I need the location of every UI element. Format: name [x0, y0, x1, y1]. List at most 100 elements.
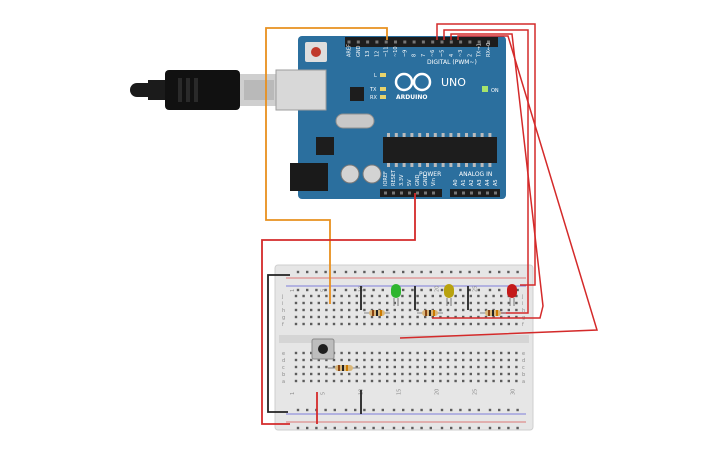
rail-hole[interactable] — [429, 426, 432, 430]
breadboard-hole[interactable] — [507, 379, 510, 383]
rail-hole[interactable] — [315, 270, 318, 274]
breadboard-hole[interactable] — [507, 301, 510, 305]
breadboard-hole[interactable] — [500, 308, 503, 312]
rail-hole[interactable] — [450, 426, 453, 430]
rail-hole[interactable] — [498, 426, 501, 430]
digital-pin-hole[interactable] — [459, 40, 463, 44]
analog-pin-hole[interactable] — [486, 191, 489, 195]
wire-red-pin5[interactable] — [432, 33, 544, 319]
breadboard-hole[interactable] — [310, 358, 313, 362]
digital-pin-hole[interactable] — [421, 40, 425, 44]
led-red[interactable] — [507, 284, 517, 306]
rail-hole[interactable] — [402, 270, 405, 274]
rail-hole[interactable] — [420, 426, 423, 430]
rail-hole[interactable] — [498, 288, 501, 292]
breadboard-hole[interactable] — [446, 379, 450, 383]
rail-hole[interactable] — [459, 408, 462, 412]
breadboard-hole[interactable] — [325, 308, 328, 312]
rail-hole[interactable] — [498, 408, 501, 412]
breadboard-hole[interactable] — [317, 322, 320, 326]
rail-hole[interactable] — [477, 426, 480, 430]
breadboard-hole[interactable] — [477, 301, 480, 305]
breadboard-hole[interactable] — [340, 379, 343, 383]
breadboard-hole[interactable] — [363, 358, 366, 362]
breadboard-hole[interactable] — [370, 379, 374, 383]
breadboard-hole[interactable] — [416, 294, 419, 298]
breadboard-hole[interactable] — [401, 365, 404, 369]
breadboard-hole[interactable] — [462, 315, 465, 319]
rail-hole[interactable] — [468, 288, 471, 292]
breadboard-hole[interactable] — [348, 322, 351, 326]
power-pin-hole[interactable] — [416, 191, 419, 195]
breadboard-hole[interactable] — [431, 372, 434, 376]
breadboard-hole[interactable] — [492, 372, 495, 376]
breadboard-hole[interactable] — [462, 379, 465, 383]
breadboard-hole[interactable] — [484, 365, 488, 369]
breadboard-hole[interactable] — [408, 301, 412, 305]
breadboard-hole[interactable] — [302, 365, 305, 369]
breadboard-hole[interactable] — [325, 372, 328, 376]
breadboard-hole[interactable] — [386, 358, 389, 362]
breadboard-hole[interactable] — [348, 294, 351, 298]
breadboard-hole[interactable] — [386, 294, 389, 298]
breadboard-hole[interactable] — [294, 315, 298, 319]
analog-pin-hole[interactable] — [494, 191, 497, 195]
digital-pin-hole[interactable] — [487, 40, 490, 44]
breadboard-hole[interactable] — [332, 379, 336, 383]
breadboard-hole[interactable] — [386, 372, 389, 376]
breadboard-hole[interactable] — [439, 351, 442, 355]
rail-hole[interactable] — [381, 408, 384, 412]
breadboard-hole[interactable] — [363, 372, 366, 376]
breadboard-hole[interactable] — [446, 322, 450, 326]
power-pin-hole[interactable] — [432, 191, 435, 195]
breadboard-hole[interactable] — [454, 315, 457, 319]
rail-hole[interactable] — [315, 288, 318, 292]
rail-hole[interactable] — [459, 288, 462, 292]
rail-hole[interactable] — [516, 270, 519, 274]
breadboard-hole[interactable] — [310, 372, 313, 376]
breadboard-hole[interactable] — [363, 294, 366, 298]
breadboard-hole[interactable] — [462, 372, 465, 376]
rail-hole[interactable] — [296, 426, 300, 430]
rail-hole[interactable] — [411, 408, 414, 412]
breadboard-hole[interactable] — [348, 315, 351, 319]
breadboard-hole[interactable] — [370, 322, 374, 326]
rail-hole[interactable] — [372, 270, 375, 274]
breadboard-hole[interactable] — [515, 358, 518, 362]
breadboard-hole[interactable] — [492, 301, 495, 305]
breadboard-hole[interactable] — [408, 322, 412, 326]
breadboard-hole[interactable] — [454, 322, 457, 326]
rail-hole[interactable] — [450, 408, 453, 412]
breadboard-hole[interactable] — [515, 308, 518, 312]
rail-hole[interactable] — [468, 426, 471, 430]
breadboard-hole[interactable] — [424, 322, 427, 326]
breadboard-hole[interactable] — [401, 351, 404, 355]
rail-hole[interactable] — [324, 270, 327, 274]
resistor-green-led[interactable] — [364, 310, 390, 316]
breadboard-hole[interactable] — [378, 379, 381, 383]
digital-pin-hole[interactable] — [375, 40, 379, 44]
breadboard-hole[interactable] — [484, 315, 488, 319]
breadboard-hole[interactable] — [492, 365, 495, 369]
breadboard-hole[interactable] — [332, 365, 336, 369]
breadboard-hole[interactable] — [484, 301, 488, 305]
breadboard-hole[interactable] — [439, 322, 442, 326]
rail-hole[interactable] — [440, 270, 444, 274]
rail-hole[interactable] — [420, 288, 423, 292]
breadboard-hole[interactable] — [363, 365, 366, 369]
breadboard-hole[interactable] — [332, 308, 336, 312]
wire-red-pin6[interactable] — [443, 29, 529, 314]
rail-hole[interactable] — [402, 288, 405, 292]
breadboard-hole[interactable] — [484, 358, 488, 362]
breadboard-hole[interactable] — [340, 372, 343, 376]
resistor-button[interactable] — [328, 365, 360, 371]
breadboard-hole[interactable] — [424, 358, 427, 362]
breadboard-hole[interactable] — [393, 322, 396, 326]
breadboard-hole[interactable] — [363, 315, 366, 319]
breadboard-hole[interactable] — [416, 358, 419, 362]
usb-cable[interactable] — [130, 70, 278, 110]
rail-hole[interactable] — [440, 408, 444, 412]
breadboard-hole[interactable] — [454, 358, 457, 362]
rail-hole[interactable] — [459, 270, 462, 274]
breadboard-hole[interactable] — [401, 308, 404, 312]
